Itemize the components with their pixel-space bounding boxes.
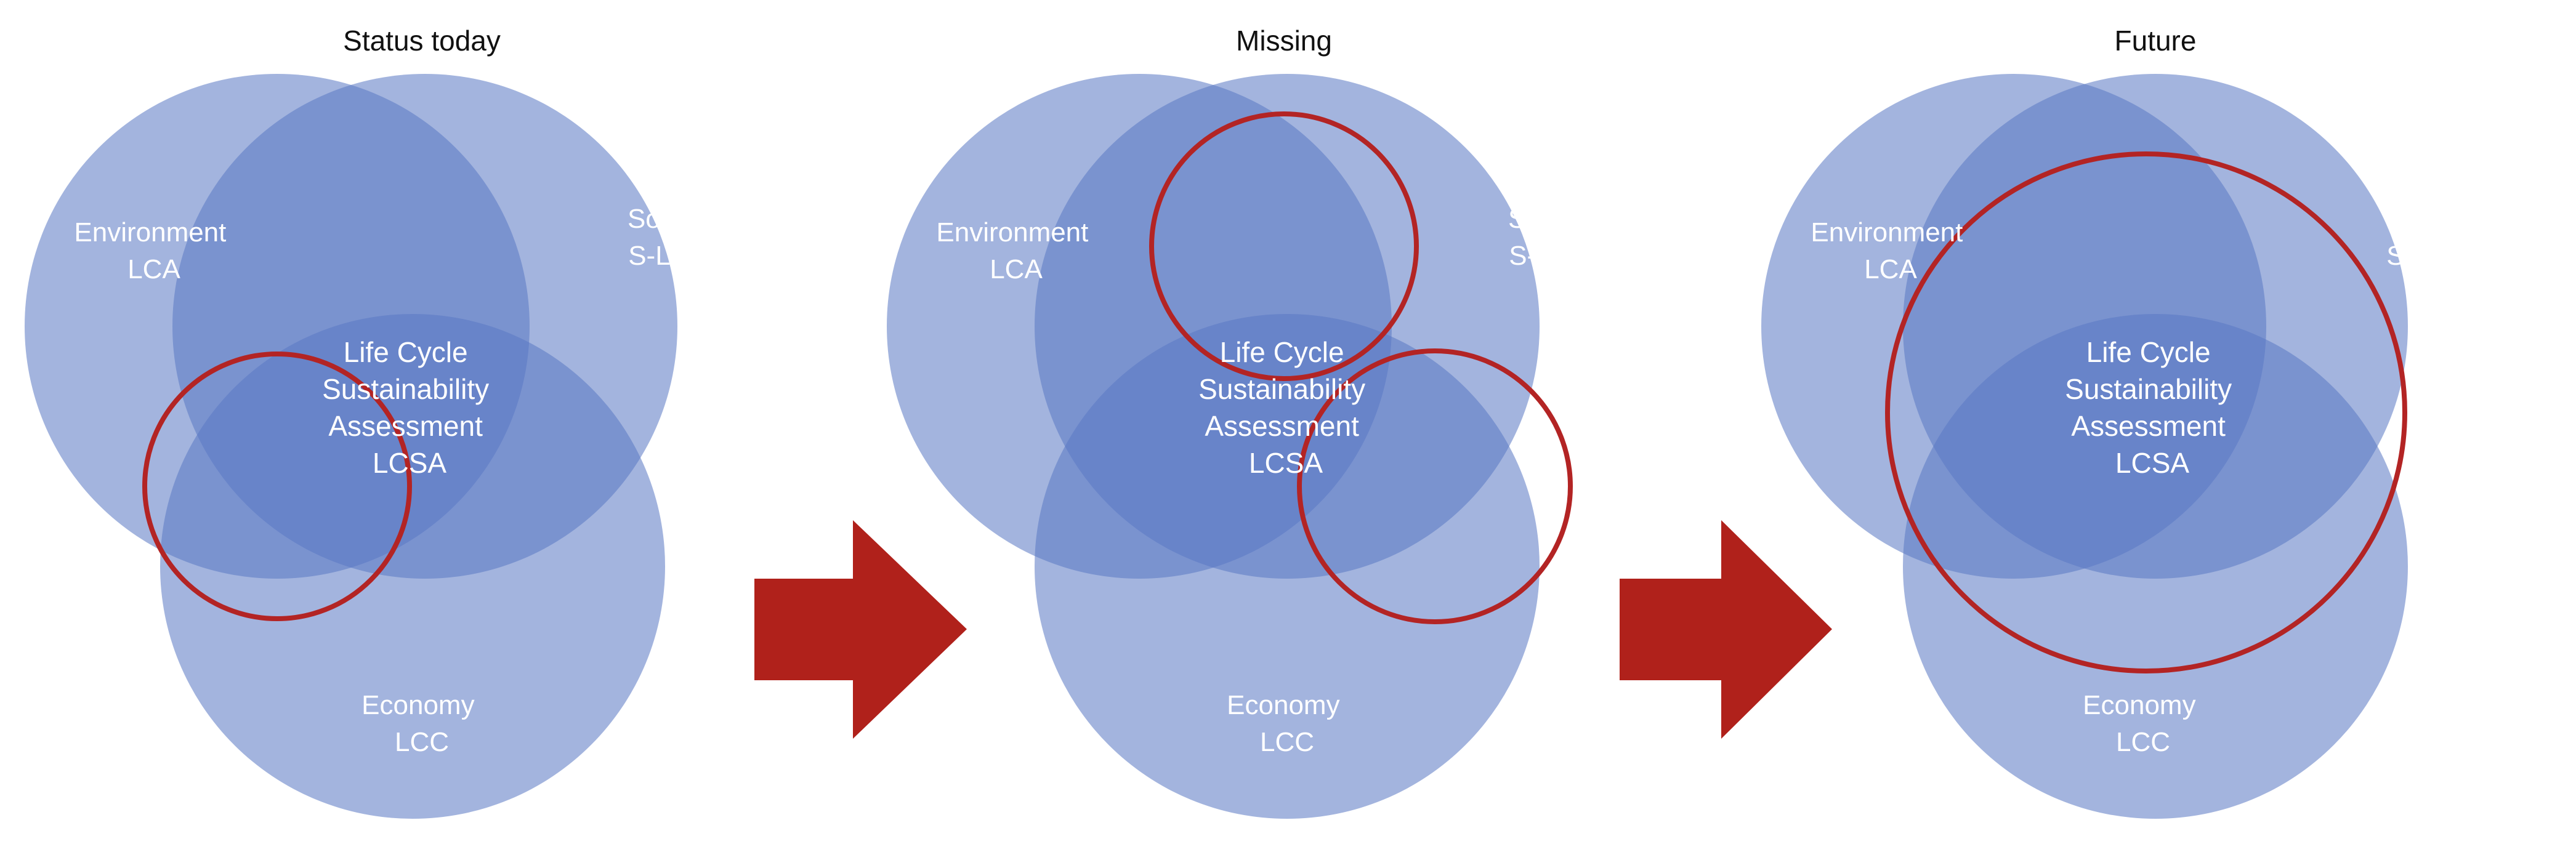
environment-label-line2: LCA [127,254,180,284]
economy-circle [1035,314,1540,819]
panel-title: Future [2115,25,2197,57]
center-label-line3: Assessment [328,410,483,442]
center-label-line1: Life Cycle [1220,336,1344,368]
panel-title: Status today [343,25,501,57]
social-label: Social S-LCA [2386,204,2467,271]
center-label-line4: LCSA [373,447,446,479]
highlight-ring-environment-economy [142,352,412,621]
social-label-line1: Social [1508,204,1582,234]
environment-label: Environment LCA [74,217,233,284]
social-label: Social S-LCA [628,204,709,271]
social-label-line2: S-LCA [2386,241,2466,271]
economy-label-line1: Economy [2083,690,2195,720]
panel-title: Missing [1236,25,1332,57]
economy-label-line2: LCC [395,727,449,757]
center-label-line3: Assessment [1205,410,1359,442]
economy-label: Economy LCC [2083,690,2203,757]
economy-label-line2: LCC [2116,727,2170,757]
social-label-line1: Social [628,204,701,234]
arrow-right-icon [754,520,967,739]
lcsa-center-label: Life Cycle Sustainability Assessment LCS… [322,336,497,479]
lcsa-center-label: Life Cycle Sustainability Assessment LCS… [1198,336,1373,479]
center-label-line2: Sustainability [1198,373,1365,405]
center-label-line1: Life Cycle [344,336,468,368]
economy-label: Economy LCC [361,690,482,757]
center-label-line2: Sustainability [2065,373,2232,405]
economy-label-line1: Economy [361,690,474,720]
center-label-line1: Life Cycle [2086,336,2211,368]
social-label-line2: S-LCA [628,241,708,271]
social-label-line2: S-LCA [1509,241,1589,271]
environment-label-line1: Environment [74,217,226,247]
center-label-line2: Sustainability [322,373,489,405]
center-label-line3: Assessment [2071,410,2226,442]
environment-label-line2: LCA [1864,254,1917,284]
social-label-line1: Social [2386,204,2460,234]
highlight-ring-social-economy [1297,348,1573,624]
environment-label-line1: Environment [1811,217,1963,247]
lcsa-center-label: Life Cycle Sustainability Assessment LCS… [2065,336,2240,479]
environment-label-line1: Environment [936,217,1088,247]
economy-circle [160,314,665,819]
highlight-ring-environment-social [1149,111,1419,381]
panel-future: Future Environment LCA Social S-LCA Econ… [1761,25,2467,819]
panel-missing: Missing Environment LCA Social S-LCA Eco… [887,25,1589,819]
environment-label-line2: LCA [990,254,1043,284]
center-label-line4: LCSA [2115,447,2189,479]
environment-label: Environment LCA [1811,217,1970,284]
economy-label-line1: Economy [1227,690,1339,720]
arrow-right-icon [1620,520,1832,739]
social-label: Social S-LCA [1508,204,1589,271]
economy-label-line2: LCC [1260,727,1314,757]
environment-label: Environment LCA [936,217,1096,284]
highlight-ring-all-three [1885,151,2407,673]
economy-label: Economy LCC [1227,690,1347,757]
center-label-line4: LCSA [1249,447,1323,479]
panel-status-today: Status today Environment LCA Social S-LC… [25,25,709,819]
economy-circle [1903,314,2408,819]
